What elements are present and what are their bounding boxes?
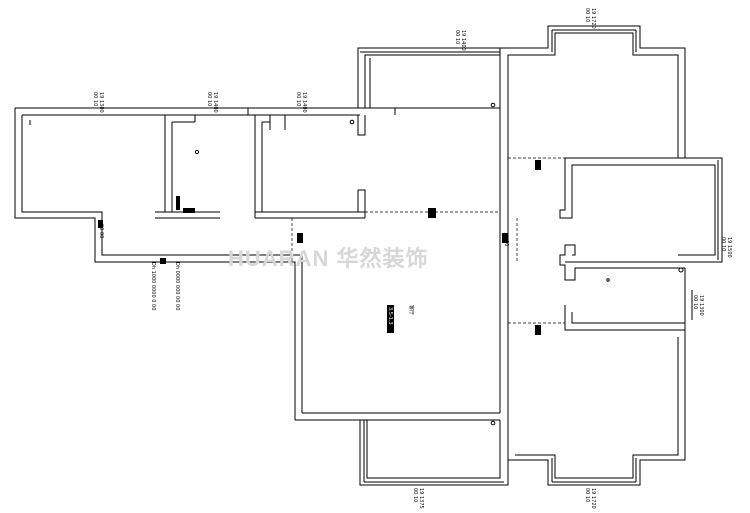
- markers: [98, 160, 541, 335]
- fixture-dot: [490, 102, 496, 108]
- dimension-labels: 19 130000 10 19 140000 10 19 140000 10 1…: [92, 8, 732, 509]
- watermark-logo: HUARAN 华然装饰: [228, 246, 428, 271]
- entry-note-2: Dh 0000 000 00 00: [174, 262, 180, 310]
- dim-top-right: 19 172000 10: [584, 8, 596, 29]
- fixture-dot: [194, 149, 200, 155]
- fixture-dot: [349, 119, 355, 125]
- dim-top-balcony: 19 140000 10: [454, 30, 466, 51]
- fixture-dot: [490, 420, 496, 426]
- dim-bottom-mid: 19 137500 10: [412, 488, 424, 509]
- room-upper-mid: [155, 107, 500, 219]
- dim-top-mid: 19 140000 10: [295, 92, 307, 113]
- corridor-tag: 00: [503, 240, 509, 246]
- door-openings: [291, 157, 565, 324]
- dim-top-left-room: 19 130000 10: [92, 92, 104, 113]
- annotations: 00 00 Dh 1000 0000 0 00 Dh 0000 000 00 0…: [98, 224, 509, 325]
- dim-right-upper: 19 150000 10: [720, 237, 732, 258]
- dim-bottom-right: 19 172000 10: [584, 488, 596, 509]
- entry-note-1: Dh 1000 0000 0 00: [150, 262, 156, 310]
- room-left: [14, 107, 303, 420]
- dim-right-lower: 19 130000 10: [692, 295, 704, 316]
- fixture-dot: [606, 278, 610, 282]
- living-room-code: 3.5-1.3: [387, 307, 393, 325]
- living-room: [295, 412, 509, 486]
- room-right: [499, 25, 723, 486]
- balcony-top: [357, 47, 501, 108]
- living-room-tag: 客厅: [408, 305, 415, 315]
- fixture-dot: [678, 267, 684, 273]
- small-tag-left: 00 00: [98, 224, 104, 238]
- dim-top-mid-left: 19 140000 10: [206, 92, 218, 113]
